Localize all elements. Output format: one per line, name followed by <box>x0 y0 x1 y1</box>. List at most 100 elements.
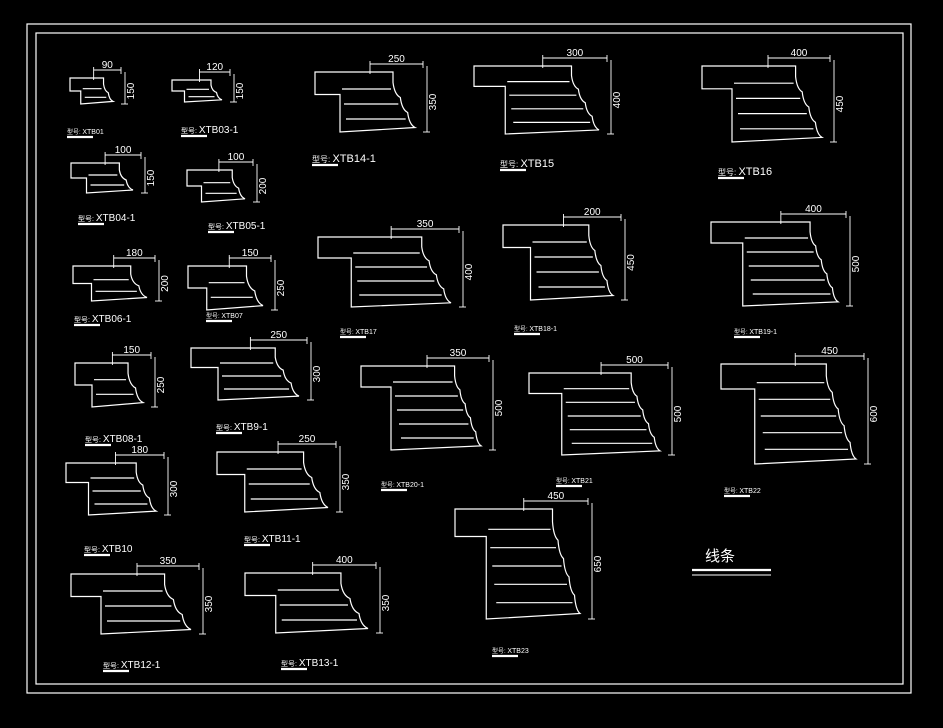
profile-code-label: 型号: XTB20-1 <box>381 481 424 489</box>
profile-code-label: 型号: XTB19-1 <box>734 328 777 336</box>
profile-code-label: 型号: XTB23 <box>492 647 529 655</box>
height-dimension-label: 350 <box>428 93 439 110</box>
profile-xtb21: 500 500 型号: XTB21 <box>528 355 684 488</box>
profile-outline <box>502 224 615 301</box>
width-dimension-label: 150 <box>242 248 259 259</box>
profile-outline <box>317 236 452 308</box>
profile-xtb13-1: 400 350 型号: XTB13-1 <box>244 555 392 671</box>
profile-code-label: 型号: XTB12-1 <box>103 660 161 671</box>
profile-outline <box>701 65 825 143</box>
profile-code-label: 型号: XTB17 <box>340 328 377 336</box>
profile-code-label: 型号: XTB21 <box>556 477 593 485</box>
height-dimension-label: 400 <box>612 91 623 108</box>
profile-code-label: 型号: XTB10 <box>84 544 133 555</box>
height-dimension-label: 300 <box>169 480 180 497</box>
profile-outline <box>70 162 134 194</box>
profile-code-label: 型号: XTB9-1 <box>216 422 268 433</box>
profile-outline <box>710 221 840 307</box>
profile-xtb10: 180 300 型号: XTB10 <box>65 445 180 557</box>
width-dimension-label: 180 <box>131 445 148 456</box>
width-dimension-label: 90 <box>102 60 114 71</box>
profiles-layer: 90 150 型号: XTB01 120 150 型号: XTB03-1 250 350 型号:… <box>65 48 880 673</box>
height-dimension-label: 350 <box>204 595 215 612</box>
profile-code-label: 型号: XTB07 <box>206 312 243 320</box>
profile-outline <box>171 79 223 103</box>
height-dimension-label: 350 <box>381 594 392 611</box>
profile-outline <box>244 572 369 634</box>
profile-code-label: 型号: XTB18-1 <box>514 325 557 333</box>
profile-code-label: 型号: XTB15 <box>500 158 554 170</box>
profile-code-label: 型号: XTB03-1 <box>181 125 239 136</box>
profile-outline <box>720 363 858 465</box>
width-dimension-label: 400 <box>805 204 822 215</box>
profile-code-label: 型号: XTB13-1 <box>281 658 339 669</box>
profile-code-label: 型号: XTB01 <box>67 128 104 136</box>
width-dimension-label: 150 <box>123 345 140 356</box>
profile-xtb07: 150 250 型号: XTB07 <box>187 248 287 323</box>
profile-outline <box>360 365 483 451</box>
profile-code-label: 型号: XTB22 <box>724 487 761 495</box>
profile-xtb22: 450 600 型号: XTB22 <box>720 346 880 498</box>
height-dimension-label: 250 <box>276 279 287 296</box>
profile-outline <box>216 451 329 513</box>
height-dimension-label: 150 <box>235 82 246 99</box>
width-dimension-label: 350 <box>417 219 434 230</box>
width-dimension-label: 180 <box>126 248 143 259</box>
profile-xtb15: 300 400 型号: XTB15 <box>473 48 623 172</box>
profile-outline <box>473 65 600 135</box>
profile-code-label: 型号: XTB14-1 <box>312 153 376 165</box>
height-dimension-label: 400 <box>464 263 475 280</box>
profile-code-label: 型号: XTB08-1 <box>85 434 143 445</box>
profile-code-label: 型号: XTB04-1 <box>78 213 136 224</box>
width-dimension-label: 500 <box>626 355 643 366</box>
width-dimension-label: 400 <box>791 48 808 59</box>
width-dimension-label: 250 <box>299 434 316 445</box>
width-dimension-label: 200 <box>584 207 601 218</box>
width-dimension-label: 250 <box>270 330 287 341</box>
height-dimension-label: 150 <box>146 169 157 186</box>
profile-outline <box>187 265 264 311</box>
width-dimension-label: 450 <box>821 346 838 357</box>
sheet-title-block: 线条 <box>692 548 771 576</box>
profile-outline <box>74 362 146 408</box>
profile-xtb18-1: 200 450 型号: XTB18-1 <box>502 207 637 336</box>
height-dimension-label: 350 <box>341 473 352 490</box>
profile-outline <box>528 372 663 456</box>
inner-frame <box>35 32 904 685</box>
profile-xtb19-1: 400 500 型号: XTB19-1 <box>710 204 862 339</box>
height-dimension-label: 450 <box>835 95 846 112</box>
profile-xtb16: 400 450 型号: XTB16 <box>701 48 846 180</box>
profile-code-label: 型号: XTB05-1 <box>208 221 266 232</box>
profile-xtb03-1: 120 150 型号: XTB03-1 <box>171 62 246 138</box>
profile-outline <box>69 77 116 105</box>
profile-xtb01: 90 150 型号: XTB01 <box>67 60 137 139</box>
height-dimension-label: 500 <box>673 405 684 422</box>
profile-outline <box>190 347 300 401</box>
profile-outline <box>314 71 418 133</box>
height-dimension-label: 200 <box>160 275 171 292</box>
profile-outline <box>65 462 159 516</box>
height-dimension-label: 150 <box>126 82 137 99</box>
height-dimension-label: 500 <box>851 255 862 272</box>
width-dimension-label: 100 <box>228 152 245 163</box>
height-dimension-label: 500 <box>494 399 505 416</box>
height-dimension-label: 250 <box>156 376 167 393</box>
width-dimension-label: 400 <box>336 555 353 566</box>
height-dimension-label: 600 <box>869 405 880 422</box>
height-dimension-label: 450 <box>626 254 637 271</box>
width-dimension-label: 120 <box>206 62 223 73</box>
profile-outline <box>454 508 582 620</box>
sheet-title: 线条 <box>705 548 735 565</box>
profile-code-label: 型号: XTB16 <box>718 166 772 178</box>
width-dimension-label: 300 <box>567 48 584 59</box>
profile-xtb08-1: 150 250 型号: XTB08-1 <box>74 345 167 447</box>
